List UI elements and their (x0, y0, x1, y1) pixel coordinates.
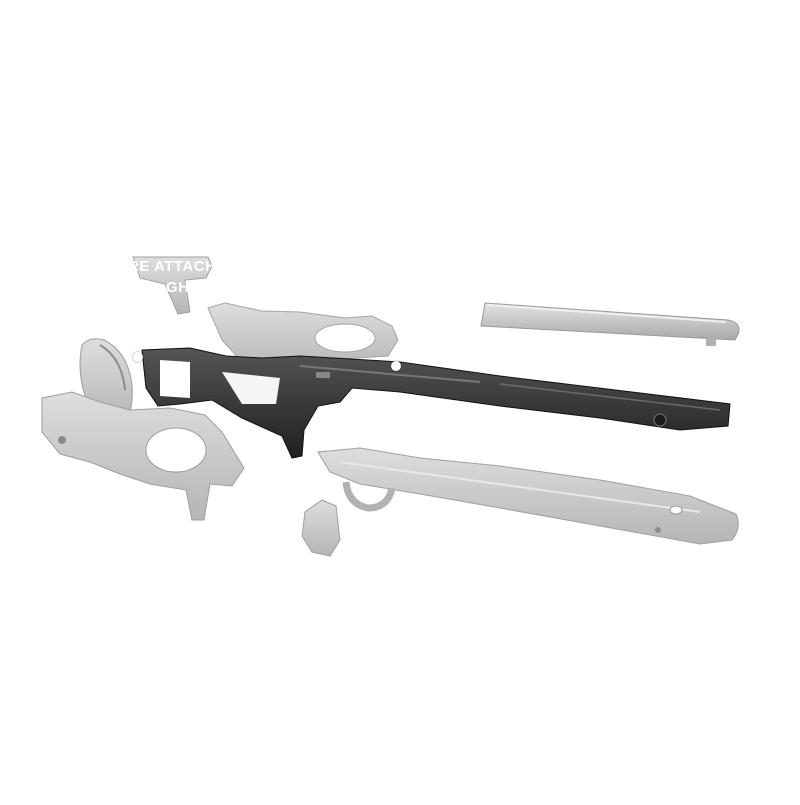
grip-icon (301, 499, 341, 557)
top-rail-icon (480, 302, 740, 346)
hotspot-marker-left[interactable] (133, 352, 143, 362)
buttstock-shell-icon (41, 391, 245, 521)
upper-stock-shell-icon (207, 302, 399, 373)
hotspot-marker-right[interactable] (391, 361, 401, 371)
forend-handguard-icon (317, 447, 739, 545)
chassis-frame-icon (141, 347, 731, 459)
trigger-guard-icon (342, 481, 396, 512)
picatinny-block-icon (132, 256, 213, 315)
